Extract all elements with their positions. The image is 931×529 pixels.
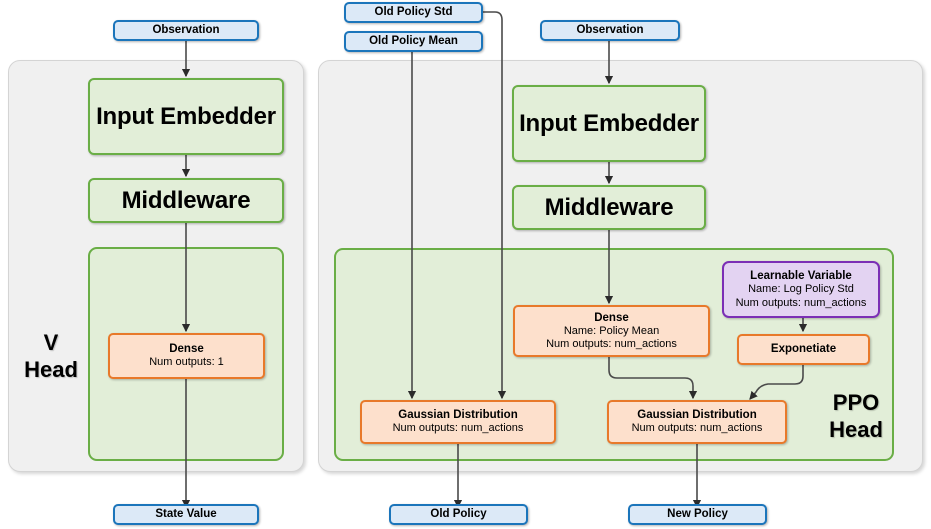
middleware-v-label: Middleware [121,186,251,214]
output-old-policy[interactable]: Old Policy [389,504,528,525]
output-state-value-label: State Value [155,508,217,521]
input-old-policy-std[interactable]: Old Policy Std [344,2,483,23]
gaussian-distribution-old-num-outputs: Num outputs: num_actions [392,422,524,435]
ppo-head-label-line1: PPO [832,390,880,415]
dense-policy-mean-num-outputs: Num outputs: num_actions [546,338,677,350]
gaussian-distribution-new[interactable]: Gaussian Distribution Num outputs: num_a… [607,400,787,444]
input-embedder-v-label: Input Embedder [96,102,276,130]
input-observation-v[interactable]: Observation [113,20,259,41]
ppo-head-label-line2: Head [829,416,883,442]
v-head-label-line2: Head [24,356,78,382]
dense-policy-mean[interactable]: Dense Name: Policy Mean Num outputs: num… [513,305,710,357]
output-old-policy-label: Old Policy [430,508,487,521]
learnable-variable-title: Learnable Variable [750,270,852,283]
input-embedder-ppo[interactable]: Input Embedder [512,85,706,162]
output-new-policy-label: New Policy [667,508,728,521]
learnable-variable-num-outputs: Num outputs: num_actions [735,296,867,309]
v-head-label: V Head [16,330,86,384]
input-old-policy-mean-label: Old Policy Mean [369,35,458,48]
dense-v-num-outputs: Num outputs: 1 [149,356,224,369]
v-head-label-line1: V [43,330,59,355]
gaussian-distribution-old[interactable]: Gaussian Distribution Num outputs: num_a… [360,400,556,444]
middleware-ppo[interactable]: Middleware [512,185,706,230]
learnable-variable-log-policy-std[interactable]: Learnable Variable Name: Log Policy Std … [722,261,880,318]
middleware-v[interactable]: Middleware [88,178,284,223]
input-embedder-ppo-label: Input Embedder [519,109,699,137]
output-new-policy[interactable]: New Policy [628,504,767,525]
dense-v-title: Dense [169,343,204,356]
middleware-ppo-label: Middleware [544,193,674,221]
gaussian-distribution-new-num-outputs: Num outputs: num_actions [631,422,763,435]
gaussian-distribution-old-title: Gaussian Distribution [398,409,518,422]
input-observation-v-label: Observation [152,24,220,37]
dense-policy-mean-name: Name: Policy Mean [563,324,660,337]
input-observation-ppo[interactable]: Observation [540,20,680,41]
dense-policy-mean-title: Dense [594,311,629,324]
input-observation-ppo-label: Observation [576,24,644,37]
input-old-policy-std-label: Old Policy Std [374,6,453,19]
input-embedder-v[interactable]: Input Embedder [88,78,284,155]
output-state-value[interactable]: State Value [113,504,259,525]
exponentiate-label: Exponetiate [770,343,837,356]
exponentiate-op[interactable]: Exponetiate [737,334,870,365]
input-old-policy-mean[interactable]: Old Policy Mean [344,31,483,52]
ppo-head-label: PPO Head [816,390,896,444]
dense-v[interactable]: Dense Num outputs: 1 [108,333,265,379]
learnable-variable-name: Name: Log Policy Std [748,283,854,296]
gaussian-distribution-new-title: Gaussian Distribution [637,409,757,422]
